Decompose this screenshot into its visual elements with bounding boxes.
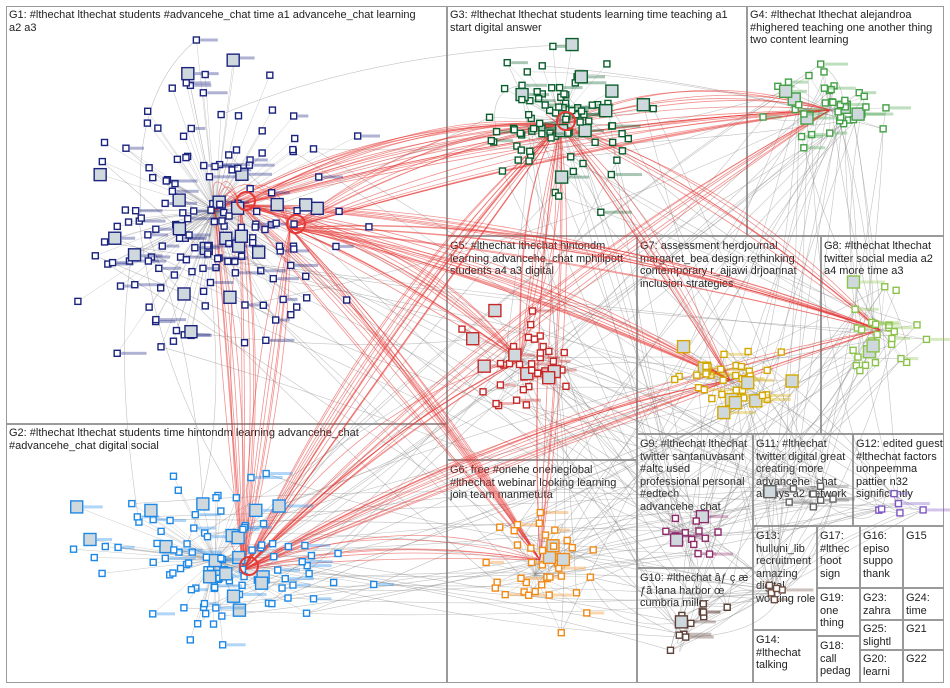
group-label-g2: G2: #lthechat lthechat students time hin… (9, 427, 429, 452)
group-label-g22: G22 (906, 653, 944, 666)
group-label-g5: G5: #lthechat lthechat hintondm learning… (450, 240, 634, 278)
group-label-g1: G1: #lthechat lthechat students #advance… (9, 9, 429, 34)
group-label-g8: G8: #lthechat lthechat twitter social me… (824, 240, 944, 278)
group-label-g10: G10: #lthechat âƒ ç æ ƒã lana harbor œ c… (640, 572, 752, 610)
group-label-g11: G11: #lthechat twitter digital great cre… (756, 438, 854, 501)
group-label-g19: G19: one thing (820, 592, 860, 630)
group-label-g13: G13: hulluni_lib recruitment amazing dig… (756, 530, 816, 605)
group-label-g17: G17: #lthec hoot sign (820, 530, 860, 580)
group-box-g3 (447, 6, 747, 236)
group-label-g24: G24: time (906, 592, 944, 617)
group-label-g7: G7: assessment herdjournal margaret_bea … (640, 240, 818, 290)
group-label-g15: G15 (906, 530, 944, 543)
group-box-g1 (6, 6, 447, 424)
group-label-g20: G20: learni (863, 653, 903, 678)
group-label-g9: G9: #lthechat lthechat twitter santanuva… (640, 438, 752, 513)
group-label-g23: G23: zahra (863, 592, 903, 617)
group-label-g25: G25: slightl (863, 623, 903, 648)
group-label-g18: G18: call pedag (820, 640, 860, 678)
group-label-g6: G6: free #onehe oneheglobal #lthechat we… (450, 464, 634, 502)
group-label-g4: G4: #lthechat lthechat alejandroa #highe… (750, 9, 940, 47)
group-label-g12: G12: edited guest #lthechat factors uonp… (856, 438, 944, 501)
group-label-g16: G16: episo suppo thank (863, 530, 903, 580)
group-label-g14: G14: #lthechat talking (756, 634, 816, 672)
group-label-g3: G3: #lthechat lthechat students learning… (450, 9, 740, 34)
group-label-g21: G21 (906, 623, 944, 636)
group-box-g2 (6, 424, 447, 683)
